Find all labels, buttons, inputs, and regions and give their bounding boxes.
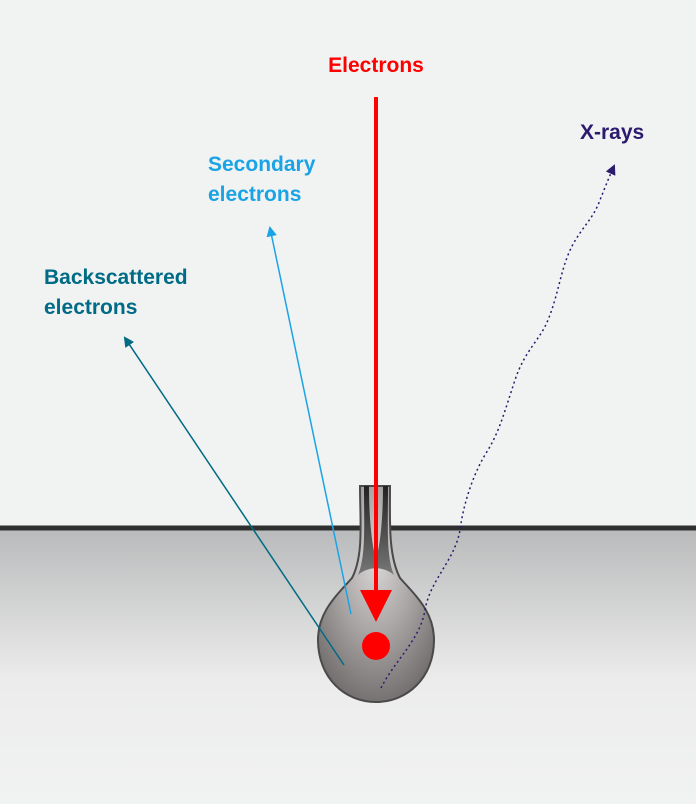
xray-wavy-arrow bbox=[380, 164, 616, 689]
interaction-volume-neck bbox=[358, 486, 394, 575]
secondary-electrons-label-line1: Secondary bbox=[208, 153, 316, 176]
electrons-label: Electrons bbox=[328, 54, 424, 77]
impact-point bbox=[362, 632, 390, 660]
electron-beam-arrowhead bbox=[360, 590, 392, 622]
secondary-electrons-arrow bbox=[266, 225, 352, 615]
backscattered-electrons-label-line2: electrons bbox=[44, 296, 137, 319]
backscattered-electrons-label-line1: Backscattered bbox=[44, 266, 188, 289]
secondary-electrons-label-line2: electrons bbox=[208, 183, 301, 206]
xrays-label: X-rays bbox=[580, 121, 644, 144]
backscattered-electrons-arrow bbox=[123, 336, 345, 666]
backscattered-electrons-label: Backscattered electrons bbox=[44, 266, 193, 319]
secondary-electrons-label: Secondary electrons bbox=[208, 153, 321, 206]
